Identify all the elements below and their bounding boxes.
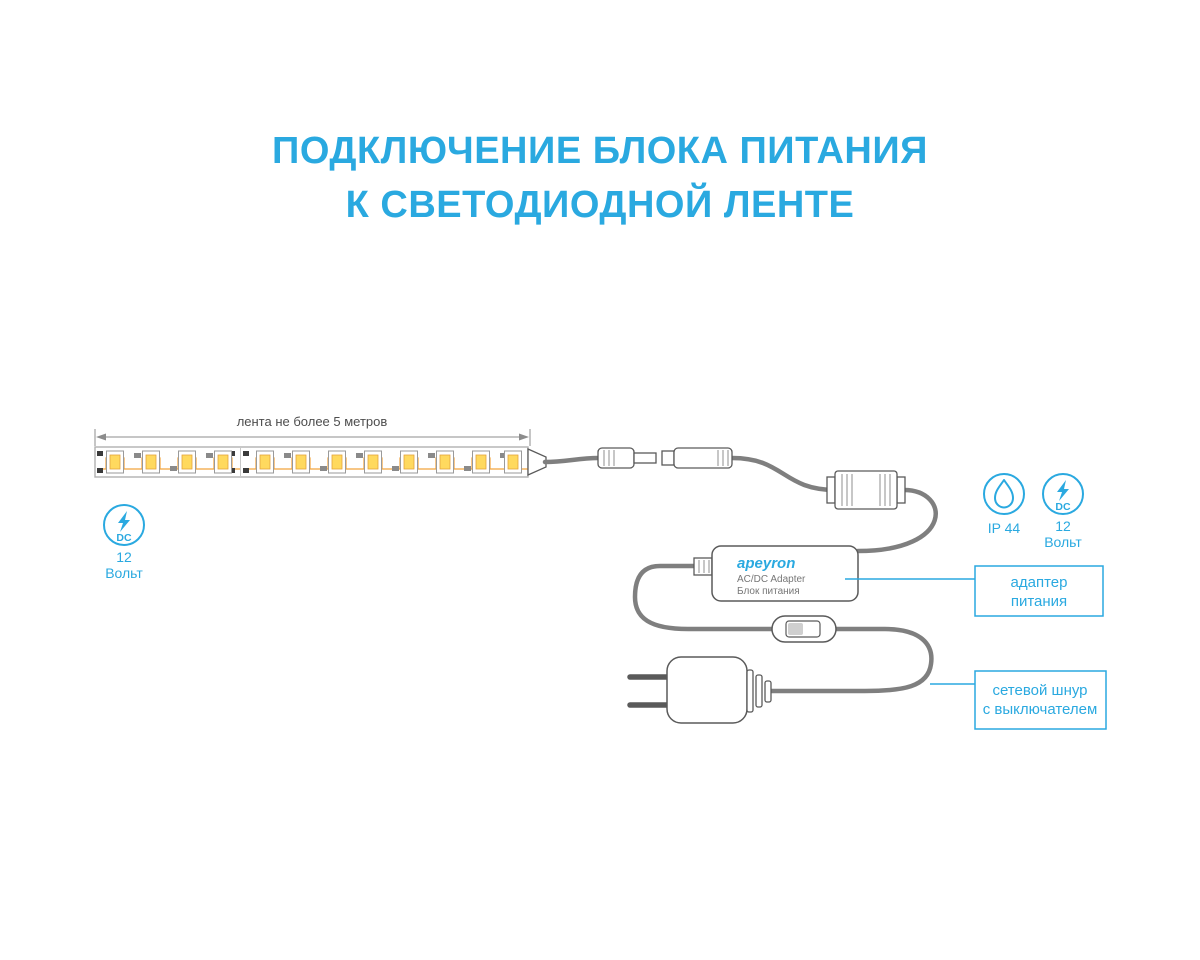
led-chip bbox=[214, 450, 232, 474]
callout-adapter: адаптер питания bbox=[845, 565, 1104, 617]
led-strip bbox=[94, 446, 547, 478]
inline-connector bbox=[826, 470, 906, 510]
strip-end-cap bbox=[527, 447, 547, 477]
led-chip bbox=[292, 450, 310, 474]
ip44-label: IP 44 bbox=[988, 520, 1021, 536]
led-chip bbox=[364, 450, 382, 474]
adapter-dc-port bbox=[693, 557, 713, 576]
power-cord bbox=[542, 455, 938, 694]
cord-segment bbox=[855, 487, 938, 554]
callout-adapter-text-1: адаптер bbox=[1011, 574, 1068, 591]
dc-12v-badge-left: DC 12 Вольт bbox=[103, 504, 145, 581]
led-chip bbox=[504, 450, 522, 474]
dc-barrel-connector bbox=[597, 447, 733, 469]
callout-adapter-box bbox=[974, 565, 1104, 617]
cord-segment bbox=[632, 563, 775, 632]
voltage-unit: Вольт bbox=[1044, 534, 1082, 550]
voltage-value: 12 bbox=[116, 549, 132, 565]
led-chip bbox=[472, 450, 490, 474]
led-chip bbox=[142, 450, 160, 474]
eu-plug bbox=[627, 656, 772, 724]
voltage-value: 12 bbox=[1055, 518, 1071, 534]
title-line-2: К СВЕТОДИОДНОЙ ЛЕНТЕ bbox=[345, 184, 855, 226]
dc-12v-badge-right: DC 12 Вольт bbox=[1042, 473, 1084, 550]
led-chip bbox=[106, 450, 124, 474]
adapter-brand: apeyron bbox=[737, 555, 795, 572]
power-adapter: apeyron AC/DC Adapter Блок питания bbox=[693, 545, 859, 602]
adapter-type-label: AC/DC Adapter bbox=[737, 574, 806, 585]
dimension-label: лента не более 5 метров bbox=[237, 414, 388, 429]
led-chip bbox=[256, 450, 274, 474]
cord-segment bbox=[768, 626, 934, 694]
callout-cord-text-1: сетевой шнур bbox=[992, 682, 1087, 699]
dc-plug-male bbox=[597, 447, 657, 469]
callout-cord: сетевой шнур с выключателем bbox=[930, 670, 1107, 730]
lightning-bolt-icon bbox=[118, 511, 130, 532]
page-title: ПОДКЛЮЧЕНИЕ БЛОКА ПИТАНИЯ К СВЕТОДИОДНОЙ… bbox=[0, 124, 1200, 232]
dc-jack-female bbox=[661, 447, 733, 469]
cord-segment bbox=[542, 455, 601, 465]
callout-adapter-text-2: питания bbox=[1011, 593, 1067, 610]
dc-label: DC bbox=[1055, 501, 1071, 513]
led-chip bbox=[328, 450, 346, 474]
water-drop-icon bbox=[994, 479, 1014, 509]
led-chip bbox=[178, 450, 196, 474]
callout-cord-box bbox=[974, 670, 1107, 730]
led-chip bbox=[436, 450, 454, 474]
title-line-1: ПОДКЛЮЧЕНИЕ БЛОКА ПИТАНИЯ bbox=[272, 130, 928, 172]
voltage-unit: Вольт bbox=[105, 565, 143, 581]
led-chip bbox=[400, 450, 418, 474]
power-switch bbox=[771, 615, 837, 643]
callout-cord-text-2: с выключателем bbox=[983, 701, 1098, 718]
lightning-bolt-icon bbox=[1057, 480, 1069, 501]
dimension-annotation: лента не более 5 метров bbox=[94, 414, 531, 446]
adapter-name-label: Блок питания bbox=[737, 586, 800, 597]
dc-label: DC bbox=[116, 532, 132, 544]
ip44-badge: IP 44 bbox=[983, 473, 1025, 536]
cord-segment bbox=[729, 455, 839, 493]
